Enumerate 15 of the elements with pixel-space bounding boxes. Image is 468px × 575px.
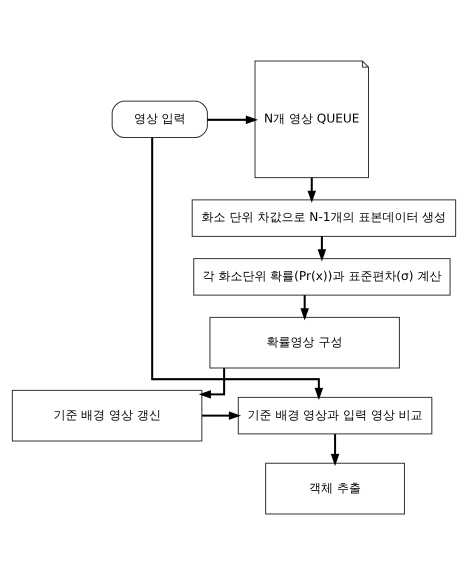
arrow bbox=[202, 411, 242, 420]
arrow bbox=[198, 368, 226, 399]
node-box: 각 화소단위 확률(Pr(x))과 표준편차(σ) 계산 bbox=[193, 258, 451, 296]
node-box: 객체 추출 bbox=[265, 462, 405, 514]
arrow bbox=[318, 236, 326, 262]
node-box: 화소 단위 차값으로 N-1개의 표본데이터 생성 bbox=[192, 199, 456, 237]
arrow bbox=[330, 434, 340, 466]
arrow bbox=[207, 116, 258, 124]
node-box: 기준 배경 영상 갱신 bbox=[12, 390, 202, 442]
node-box: 영상 입력 bbox=[112, 100, 208, 138]
arrow bbox=[308, 178, 316, 203]
node-box: 확률영상 구성 bbox=[209, 316, 400, 369]
arrow bbox=[151, 138, 324, 400]
arrow bbox=[300, 295, 309, 320]
node-box: 기준 배경 영상과 입력 영상 비교 bbox=[238, 396, 432, 434]
